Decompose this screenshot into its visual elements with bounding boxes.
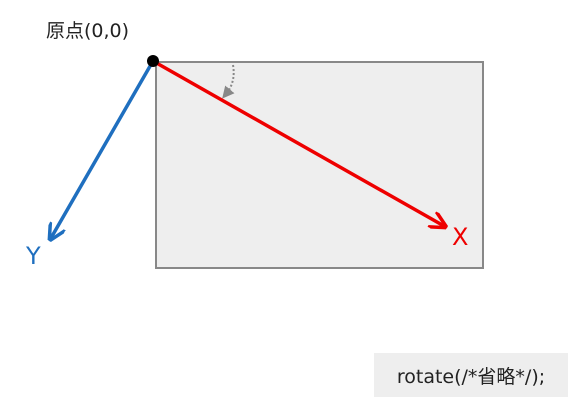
code-snippet-text: rotate(/*省略*/);	[396, 365, 546, 388]
rotation-arc	[222, 64, 235, 99]
x-axis-label: X	[452, 223, 469, 251]
origin-label: 原点(0,0)	[46, 20, 130, 42]
y-axis-arrow	[51, 59, 155, 238]
x-axis-arrow	[151, 59, 444, 226]
code-snippet-box: rotate(/*省略*/);	[374, 353, 568, 397]
origin-point	[147, 55, 159, 67]
canvas-rect	[155, 61, 484, 269]
y-axis-label: Y	[26, 242, 41, 270]
